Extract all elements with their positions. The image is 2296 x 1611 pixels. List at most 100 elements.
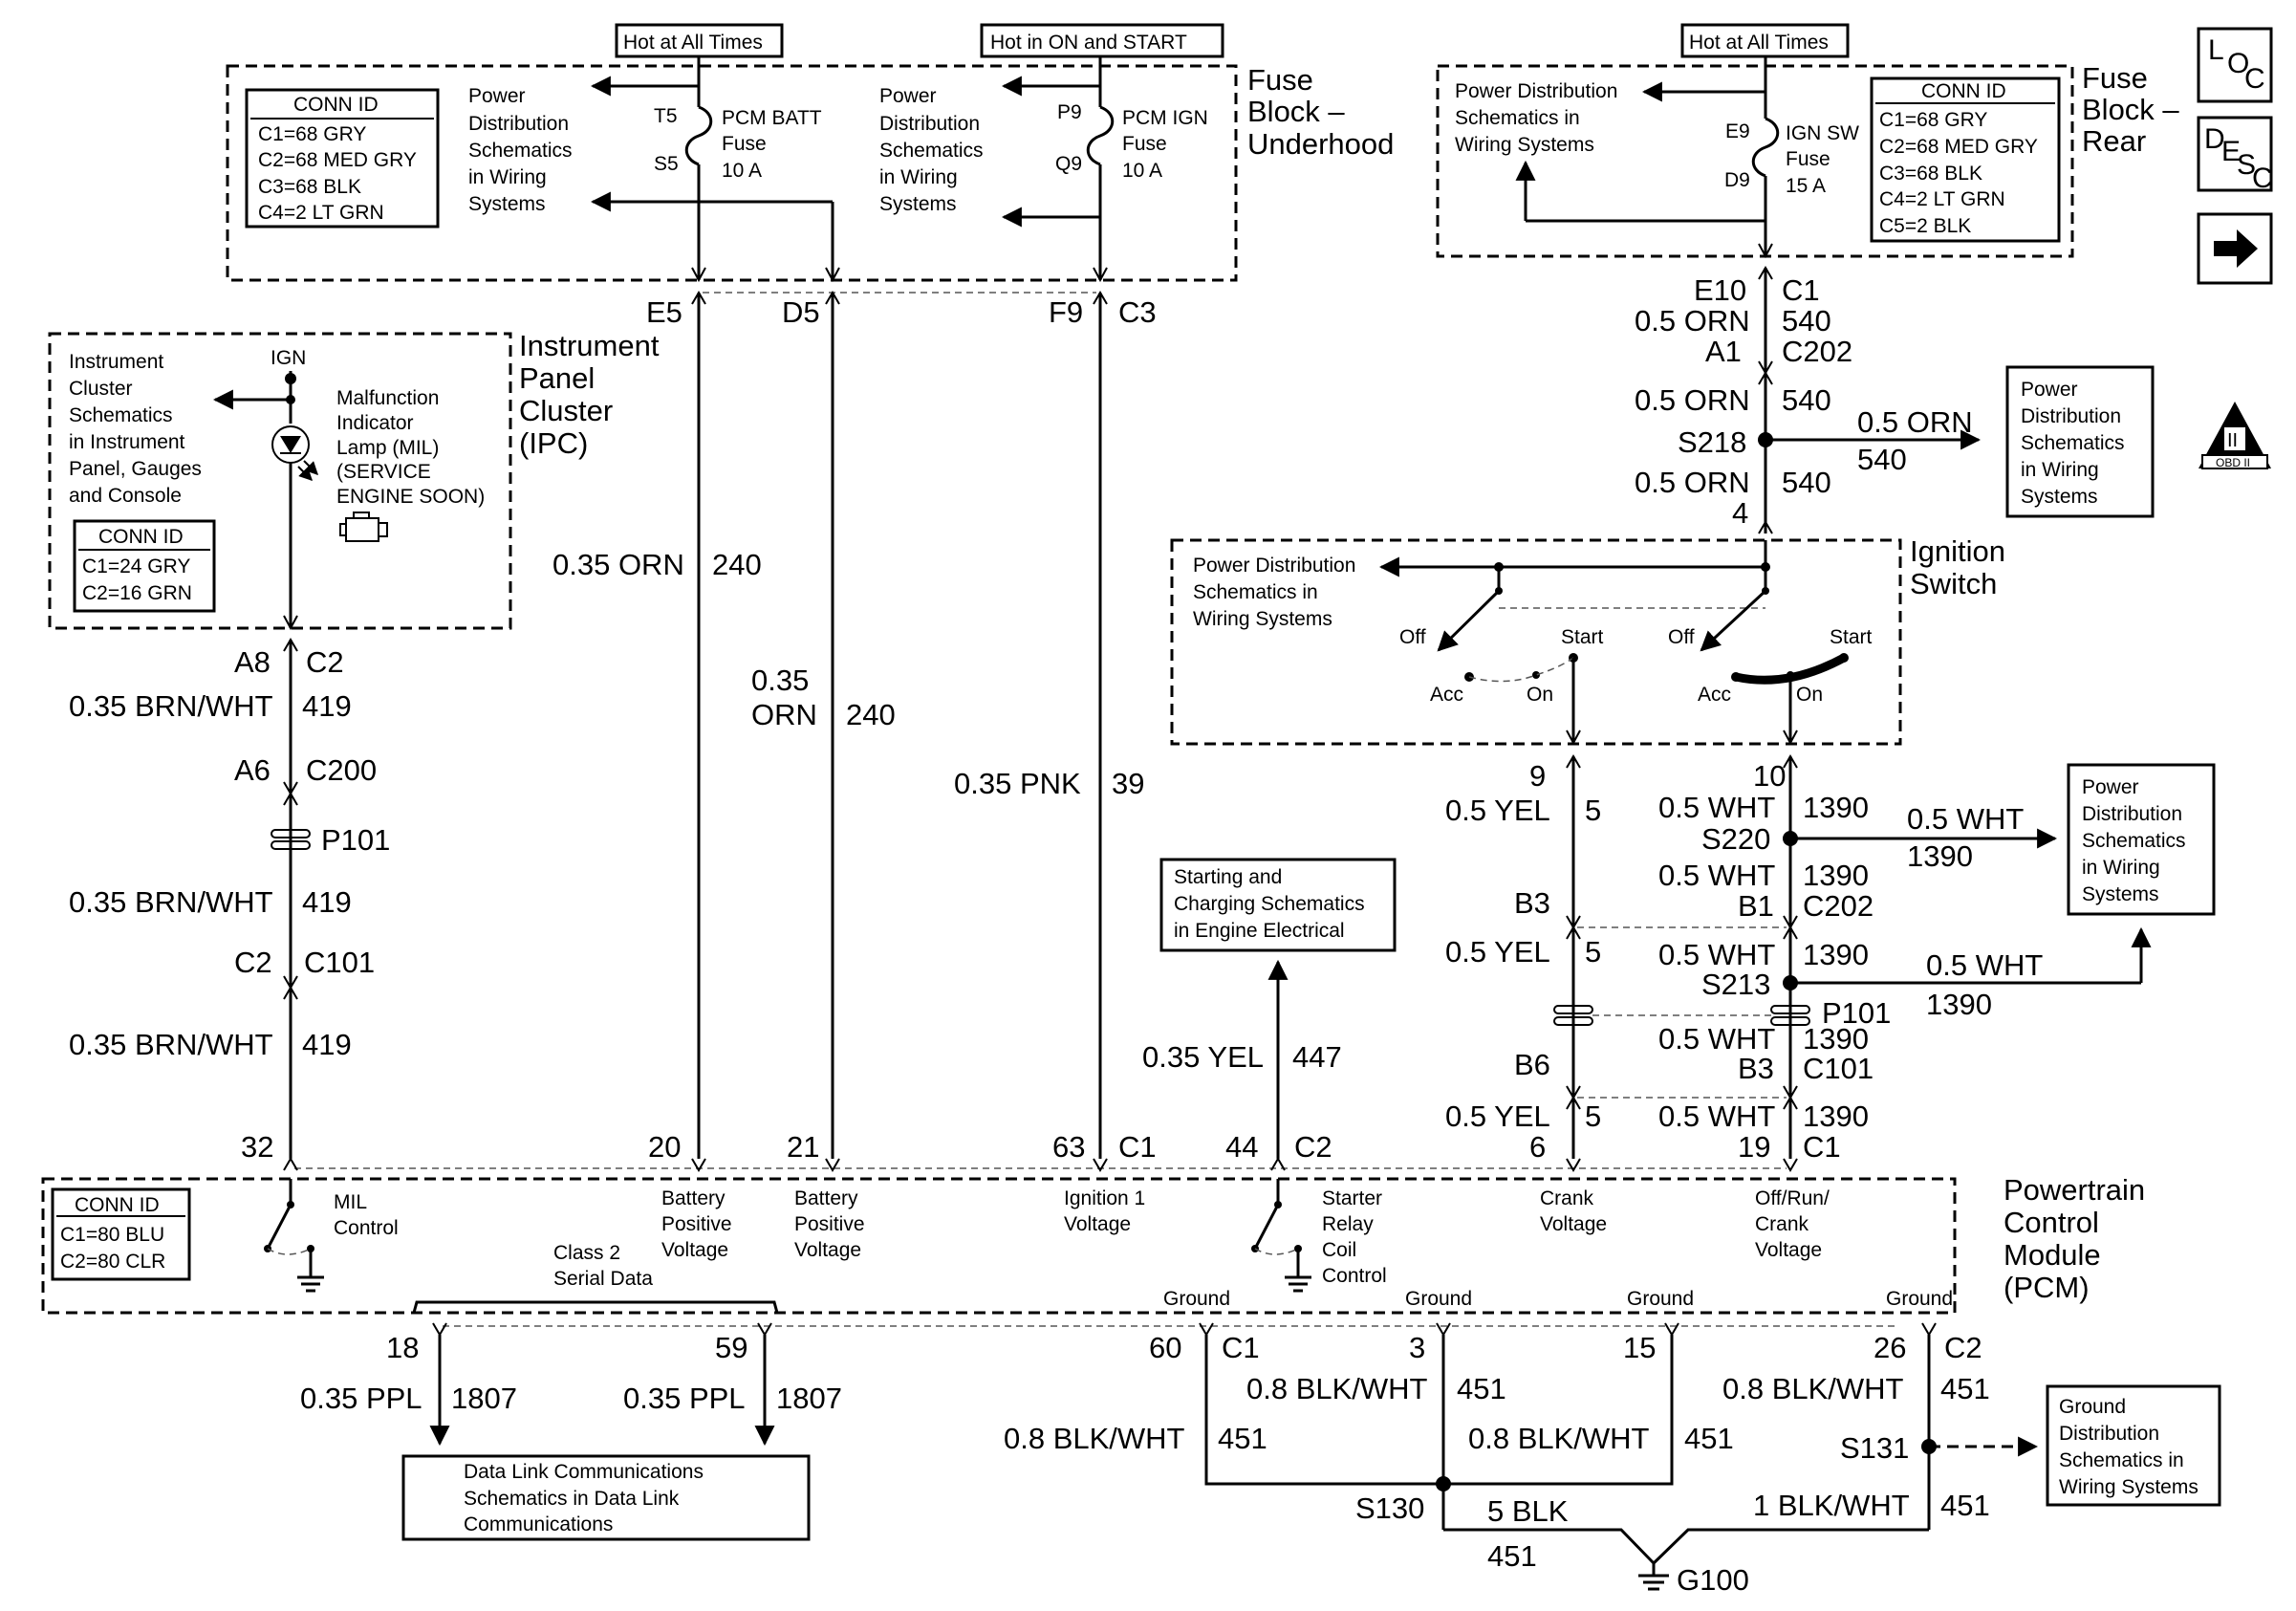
ignition-switch-outline bbox=[1170, 538, 1902, 746]
p101-pass-through-grommet bbox=[271, 829, 311, 850]
pin-label: A8 bbox=[234, 645, 271, 679]
svg-text:Systems: Systems bbox=[2021, 486, 2098, 508]
pcm-input-label: Coil bbox=[1322, 1239, 1356, 1261]
svg-text:Schematics: Schematics bbox=[69, 404, 173, 426]
wire-color-label: 0.5 WHT bbox=[1658, 1022, 1775, 1056]
off-run-crank-chain: 10 0.5 WHT 1390 S220 0.5 WHT 1390 0.5 WH… bbox=[1577, 754, 2152, 1164]
wire-color-label: 0.8 BLK/WHT bbox=[1722, 1372, 1904, 1405]
pds-reference-box-s220[interactable]: Power Distribution Schematics in Wiring … bbox=[2067, 763, 2216, 916]
ground-label: Ground bbox=[1163, 1288, 1230, 1310]
ipc-schematics-reference[interactable]: Instrument Cluster Schematics in Instrum… bbox=[69, 351, 202, 507]
ipc-title: Panel bbox=[519, 361, 595, 395]
data-link-reference-box[interactable]: Data Link Communications Schematics in D… bbox=[401, 1454, 811, 1541]
circuit-number-label: 1390 bbox=[1803, 938, 1869, 971]
fuse-block-rear-outline bbox=[1436, 64, 2074, 258]
ground-label: Ground bbox=[1627, 1288, 1694, 1310]
wire-color-label: 0.5 ORN bbox=[1635, 466, 1750, 499]
pin-label: 10 bbox=[1753, 759, 1786, 793]
svg-text:Schematics: Schematics bbox=[468, 140, 573, 162]
wire-color-label: 0.35 PNK bbox=[954, 767, 1081, 800]
fuse-terminal-label: E9 bbox=[1725, 120, 1750, 142]
circuit-number-label: 447 bbox=[1292, 1040, 1342, 1074]
pcm-conn-id-table: CONN ID C1=80 BLU C2=80 CLR bbox=[51, 1187, 191, 1281]
starting-charging-reference-box[interactable] bbox=[1159, 858, 1397, 952]
connector-label: C2 bbox=[306, 645, 344, 679]
p101-label: P101 bbox=[321, 823, 390, 857]
ipc-title: (IPC) bbox=[519, 426, 588, 460]
pds-reference-box-s218[interactable]: Power Distribution Schematics in Wiring … bbox=[2005, 365, 2155, 518]
class2-bracket bbox=[412, 1300, 779, 1314]
pin-label: 63 bbox=[1052, 1130, 1085, 1164]
svg-text:C1=68 GRY: C1=68 GRY bbox=[1879, 109, 1987, 131]
circuit-number-label: 5 bbox=[1585, 794, 1601, 827]
connector-label: C1 bbox=[1118, 1130, 1157, 1164]
fuse-block-underhood-title-3: Underhood bbox=[1247, 127, 1394, 161]
crank-voltage-chain: 9 0.5 YEL 5 B3 0.5 YEL 5 B6 0.5 YEL 5 6 bbox=[1445, 754, 1601, 1164]
pds-reference-ignition[interactable]: Power Distribution Schematics in Wiring … bbox=[1193, 555, 1355, 630]
splice-s130 bbox=[1436, 1476, 1451, 1491]
pcm-input-label: Off/Run/ bbox=[1755, 1187, 1830, 1209]
connector-label: C2 bbox=[1944, 1331, 1982, 1364]
pds-reference-right[interactable]: Power Distribution Schematics in Wiring … bbox=[879, 85, 984, 215]
svg-text:Power: Power bbox=[2082, 776, 2139, 798]
svg-text:Cluster: Cluster bbox=[69, 378, 133, 400]
pcm-input-label: Battery bbox=[794, 1187, 858, 1209]
svg-text:in Wiring: in Wiring bbox=[2021, 459, 2099, 481]
wire-color-label: 0.8 BLK/WHT bbox=[1246, 1372, 1428, 1405]
svg-text:Panel, Gauges: Panel, Gauges bbox=[69, 458, 202, 480]
pcm-input-label: Voltage bbox=[794, 1239, 861, 1261]
pin-label: 60 bbox=[1149, 1331, 1181, 1364]
pin-label: A1 bbox=[1705, 335, 1742, 368]
circuit-number-label: 1807 bbox=[776, 1382, 842, 1415]
svg-text:Distribution: Distribution bbox=[2059, 1423, 2159, 1445]
svg-text:in Instrument: in Instrument bbox=[69, 431, 185, 453]
ign-sw-fuse-name: IGN SW bbox=[1786, 122, 1859, 144]
ground-distribution-reference-box[interactable]: Ground Distribution Schematics in Wiring… bbox=[2046, 1384, 2221, 1507]
svg-text:C5=2 BLK: C5=2 BLK bbox=[1879, 215, 1971, 237]
svg-text:C2=80 CLR: C2=80 CLR bbox=[60, 1251, 165, 1273]
svg-text:Distribution: Distribution bbox=[2082, 803, 2182, 825]
class2-serial-data-label: Serial Data bbox=[553, 1268, 653, 1290]
wire-color-label: ORN bbox=[751, 698, 817, 731]
wire-color-label: 0.8 BLK/WHT bbox=[1468, 1422, 1650, 1455]
circuit-number-label: 419 bbox=[302, 885, 352, 919]
pcm-input-label: Voltage bbox=[661, 1239, 728, 1261]
fuse-terminal-label: P9 bbox=[1057, 101, 1082, 123]
fuse-block-underhood-title-2: Block – bbox=[1247, 95, 1345, 128]
fuse-block-rear-title: Block – bbox=[2082, 93, 2179, 126]
svg-text:Wiring Systems: Wiring Systems bbox=[1193, 608, 1332, 630]
fuse-block-rear-title: Fuse bbox=[2082, 61, 2148, 95]
powertrain-control-module: Powertrain Control Module (PCM) CONN ID … bbox=[41, 1173, 2145, 1315]
pin-label: A6 bbox=[234, 753, 271, 787]
next-page-button[interactable] bbox=[2197, 212, 2273, 285]
svg-text:Distribution: Distribution bbox=[879, 113, 980, 135]
ign-label: IGN bbox=[271, 347, 306, 369]
wire-color-label: 0.5 YEL bbox=[1445, 1099, 1550, 1133]
p101-grommet-crank bbox=[1553, 1005, 1593, 1026]
wire-color-label: 0.35 BRN/WHT bbox=[69, 885, 273, 919]
pcm-batt-fuse-symbol bbox=[684, 105, 713, 166]
obd-ii-numeral: II bbox=[2227, 430, 2238, 451]
ign-sw-fuse-symbol bbox=[1751, 117, 1780, 178]
wire-color-label: 0.35 BRN/WHT bbox=[69, 689, 273, 723]
conn-id-row: C4=2 LT GRN bbox=[258, 202, 384, 224]
switch-position-off: Off bbox=[1399, 626, 1426, 648]
desc-button[interactable]: D E S C bbox=[2197, 116, 2273, 194]
pin-label: 19 bbox=[1738, 1130, 1770, 1164]
svg-text:C4=2 LT GRN: C4=2 LT GRN bbox=[1879, 188, 2005, 210]
pds-reference-rear[interactable]: Power Distribution Schematics in Wiring … bbox=[1455, 80, 1617, 156]
connector-label: C202 bbox=[1803, 889, 1874, 923]
svg-text:Wiring Systems: Wiring Systems bbox=[2059, 1476, 2199, 1498]
pcm-input-label: Ignition 1 bbox=[1064, 1187, 1145, 1209]
pcm-title: Powertrain bbox=[2004, 1173, 2145, 1207]
p101-grommet-run bbox=[1770, 1005, 1810, 1026]
pcm-ign-fuse-name: PCM IGN bbox=[1122, 107, 1208, 129]
splice-label: S218 bbox=[1678, 425, 1746, 459]
conn-id-row: C3=68 BLK bbox=[258, 176, 361, 198]
mil-label: Malfunction bbox=[336, 387, 439, 409]
pds-reference-left[interactable]: Power Distribution Schematics in Wiring … bbox=[468, 85, 573, 215]
svg-text:C2=16 GRN: C2=16 GRN bbox=[82, 582, 192, 604]
loc-button[interactable]: L O C bbox=[2197, 27, 2273, 103]
connector-label: C101 bbox=[304, 946, 375, 979]
